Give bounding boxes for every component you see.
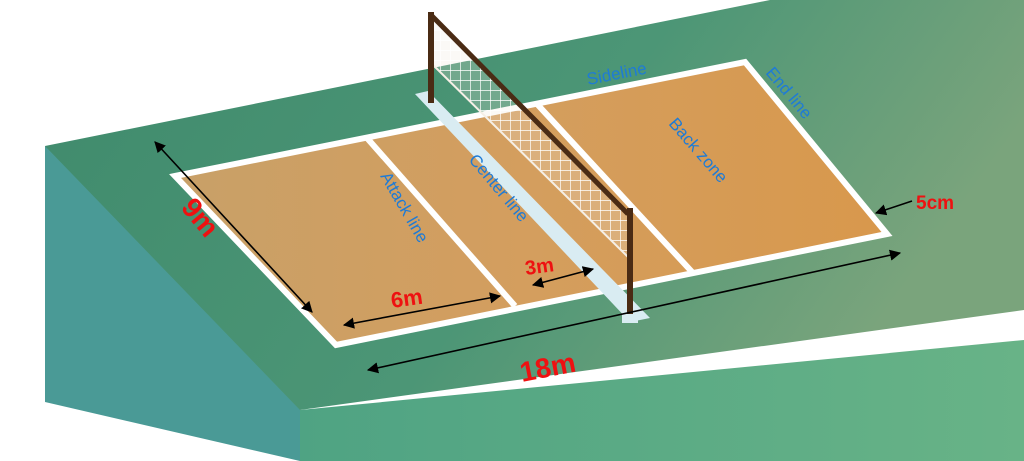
width-arrow bbox=[154, 141, 313, 313]
line-width-label: 5cm bbox=[916, 193, 954, 214]
attack-depth-label: 6m bbox=[389, 284, 424, 313]
length-arrow bbox=[366, 249, 902, 374]
line-width-arrow bbox=[874, 200, 913, 216]
net-post-base bbox=[622, 314, 638, 323]
center-gap-arrow bbox=[531, 266, 595, 288]
attack-depth-arrow bbox=[342, 292, 502, 329]
center-gap-label: 3m bbox=[524, 254, 556, 280]
attack-line-right bbox=[534, 101, 696, 276]
